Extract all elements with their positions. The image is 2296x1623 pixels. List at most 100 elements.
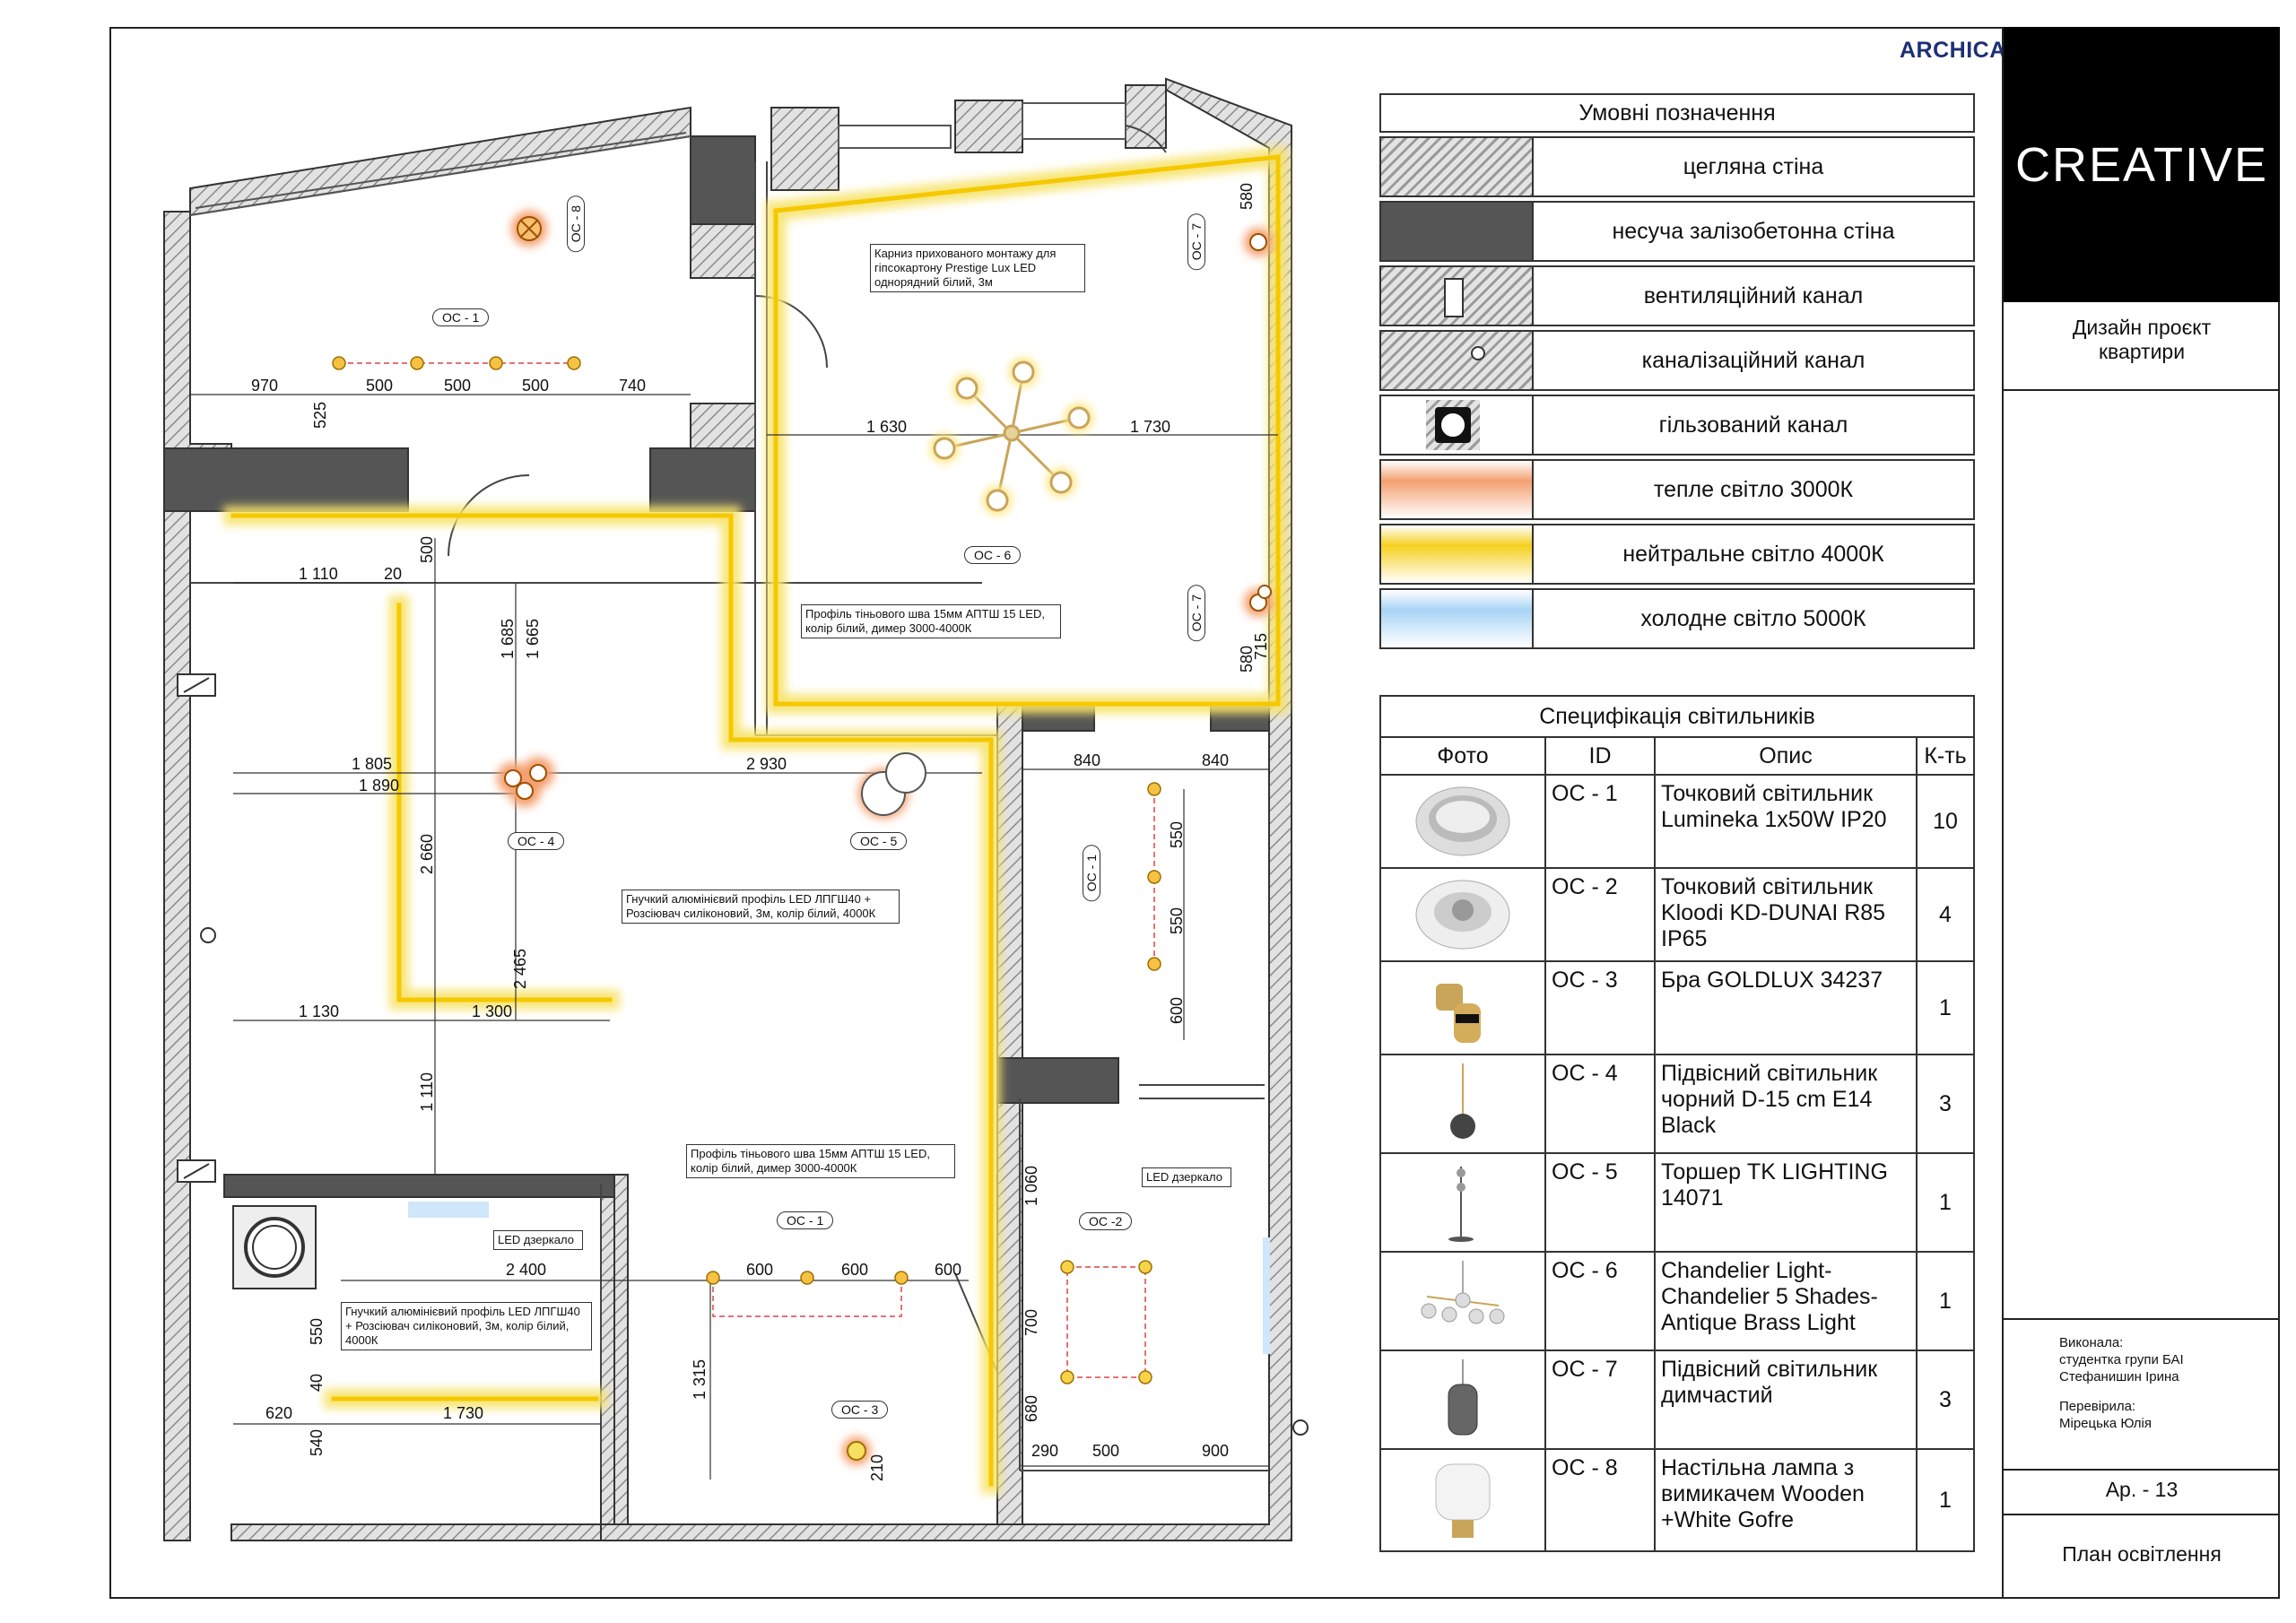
dim: 210 bbox=[868, 1454, 886, 1482]
dim: 525 bbox=[311, 402, 329, 430]
dim: 1 110 bbox=[299, 565, 338, 583]
ceiling-spots bbox=[332, 356, 1161, 1384]
checked-label: Перевірила: bbox=[2059, 1399, 2136, 1414]
spec-id: ОС - 7 bbox=[1546, 1351, 1656, 1448]
spec-qty: 4 bbox=[1939, 901, 1952, 927]
dim: 500 bbox=[366, 377, 394, 395]
dim: 620 bbox=[265, 1404, 293, 1422]
spec-desc: Настільна лампа з вимикачем Wooden +Whit… bbox=[1656, 1450, 1918, 1550]
dim: 500 bbox=[1092, 1442, 1120, 1460]
floor-plan bbox=[163, 77, 1309, 1541]
spec-desc: Chandelier Light-Chandelier 5 Shades-Ant… bbox=[1656, 1253, 1918, 1350]
legend-label: нейтральне світло 4000К bbox=[1622, 541, 1884, 567]
dim: 500 bbox=[444, 377, 472, 395]
spec-qty: 1 bbox=[1939, 994, 1952, 1020]
dim: 550 bbox=[1168, 907, 1186, 935]
legend-item: гільзований канал bbox=[1379, 395, 1975, 456]
spec-header-desc: Опис bbox=[1656, 738, 1918, 774]
dim: 600 bbox=[841, 1261, 869, 1279]
recessed-spot-ip65-icon bbox=[1381, 869, 1546, 960]
wall-spot-icon bbox=[1381, 962, 1546, 1054]
spec-qty: 3 bbox=[1939, 1386, 1952, 1412]
dim: 20 bbox=[384, 565, 403, 583]
made-by-group: студентка групи БАІ bbox=[2059, 1352, 2184, 1367]
dim: 540 bbox=[308, 1429, 326, 1457]
dim: 840 bbox=[1202, 751, 1230, 769]
legend-item: холодне світло 5000К bbox=[1379, 588, 1975, 649]
note-led-mirror-1: LED дзеркало bbox=[493, 1230, 583, 1250]
legend-item: несуча залізобетонна стіна bbox=[1379, 201, 1975, 262]
dim: 900 bbox=[1202, 1442, 1230, 1460]
note-shadow-profile-1: Профіль тіньового шва 15мм АПТШ 15 LED, … bbox=[801, 604, 1061, 638]
dim: 600 bbox=[1168, 997, 1186, 1025]
dim: 500 bbox=[522, 377, 550, 395]
dim: 1 890 bbox=[359, 777, 400, 794]
legend-label: гільзований канал bbox=[1658, 412, 1848, 438]
dim: 550 bbox=[308, 1318, 326, 1346]
dim: 715 bbox=[1252, 633, 1270, 661]
tag-os2: ОС -2 bbox=[1079, 1212, 1133, 1230]
legend-label: цегляна стіна bbox=[1683, 153, 1824, 179]
spec-desc: Точковий світильник Lumineka 1x50W IP20 bbox=[1656, 776, 1918, 867]
note-flex-profile-1: Гнучкий алюмінієвий профіль LED ЛПГШ40 +… bbox=[622, 890, 900, 924]
dim: 2 930 bbox=[746, 755, 787, 773]
brand-logo: CREATIVE bbox=[2004, 27, 2280, 302]
spec-desc: Підвісний світильник чорний D-15 cm E14 … bbox=[1656, 1055, 1918, 1152]
spec-qty: 10 bbox=[1933, 808, 1958, 834]
spec-id: ОС - 6 bbox=[1546, 1253, 1656, 1350]
legend-swatch bbox=[1381, 332, 1534, 389]
spec-qty: 3 bbox=[1939, 1090, 1952, 1116]
legend-swatch bbox=[1381, 267, 1534, 325]
note-cornice: Карниз прихованого монтажу для гіпсокарт… bbox=[870, 244, 1085, 292]
dim: 680 bbox=[1022, 1395, 1040, 1423]
tag-os4: ОС - 4 bbox=[508, 832, 565, 850]
dimension-lines bbox=[190, 394, 1278, 1480]
spec-header-row: Фото ID Опис К-ть bbox=[1381, 738, 1973, 776]
spec-desc: Торшер TK LIGHTING 14071 bbox=[1656, 1154, 1918, 1251]
pendant-smoky-icon bbox=[1381, 1351, 1546, 1448]
authors-block: Виконала: студентка групи БАІ Стефанишин… bbox=[2059, 1334, 2184, 1432]
note-led-mirror-2: LED дзеркало bbox=[1142, 1167, 1231, 1187]
spec-id: ОС - 1 bbox=[1546, 776, 1656, 867]
dim: 550 bbox=[1168, 821, 1186, 849]
dim: 580 bbox=[1238, 183, 1256, 211]
dim: 500 bbox=[418, 536, 436, 564]
legend-title: Умовні позначення bbox=[1379, 93, 1975, 133]
chandelier-icon bbox=[1381, 1253, 1546, 1350]
chandelier-oc6 bbox=[930, 358, 1093, 515]
interior-walls bbox=[190, 125, 1269, 1471]
tag-os5: ОС - 5 bbox=[850, 832, 908, 850]
spec-id: ОС - 2 bbox=[1546, 869, 1656, 960]
spec-qty: 1 bbox=[1939, 1288, 1952, 1314]
dim: 1 110 bbox=[418, 1072, 436, 1112]
tag-os1-right: ОС - 1 bbox=[1083, 845, 1100, 902]
dim: 1 805 bbox=[352, 755, 393, 773]
legend-swatch bbox=[1381, 525, 1534, 583]
dim: 2 660 bbox=[418, 834, 436, 875]
tag-os8: ОС - 8 bbox=[567, 195, 585, 253]
tag-os1-bottom: ОС - 1 bbox=[777, 1211, 834, 1229]
legend-item: цегляна стіна bbox=[1379, 136, 1975, 197]
checked-by-name: Мірецька Юлія bbox=[2059, 1416, 2152, 1431]
tag-os6: ОС - 6 bbox=[964, 546, 1022, 564]
divider bbox=[2004, 1469, 2280, 1471]
dim: 1 730 bbox=[443, 1404, 484, 1422]
legend-item: тепле світло 3000К bbox=[1379, 459, 1975, 520]
spec-id: ОС - 8 bbox=[1546, 1450, 1656, 1550]
spec-qty: 1 bbox=[1939, 1189, 1952, 1215]
dim: 1 060 bbox=[1022, 1166, 1040, 1207]
cold-led-mirrors bbox=[408, 1202, 1270, 1354]
brick-walls bbox=[163, 77, 1292, 1541]
made-by-label: Виконала: bbox=[2059, 1335, 2124, 1350]
divider bbox=[2004, 1318, 2280, 1320]
legend-swatch bbox=[1381, 590, 1534, 647]
spec-desc: Бра GOLDLUX 34237 bbox=[1656, 962, 1918, 1054]
dim: 1 665 bbox=[524, 619, 542, 660]
spec-id: ОС - 5 bbox=[1546, 1154, 1656, 1251]
dim: 970 bbox=[251, 377, 279, 395]
windows bbox=[189, 102, 1126, 216]
